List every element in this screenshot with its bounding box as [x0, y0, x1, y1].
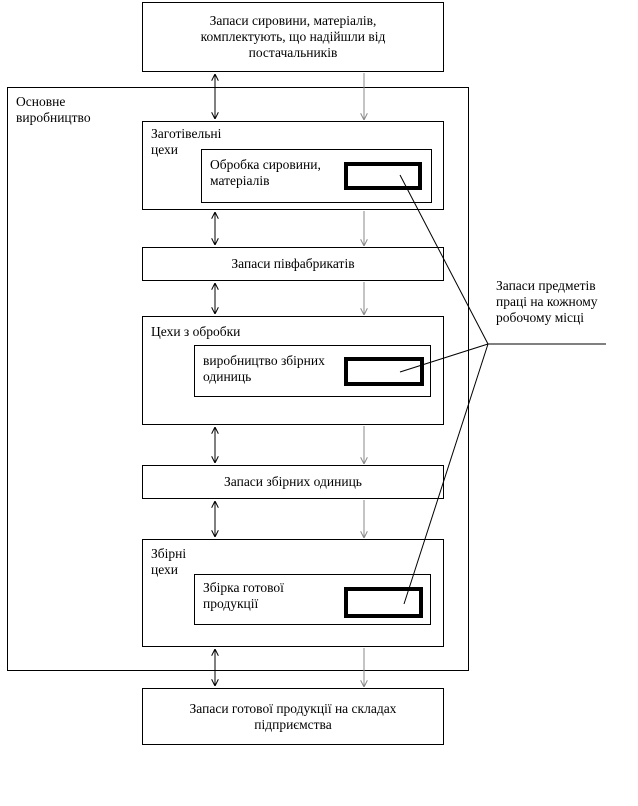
procurement-inner-text: Обробка сировини, матеріалів — [210, 157, 321, 188]
semi-products-text: Запаси півфабрикатів — [231, 256, 355, 271]
workplace-stock-marker-1 — [344, 162, 422, 190]
workplace-stock-marker-2 — [344, 357, 424, 386]
assembly-units-text: Запаси збірних одиниць — [224, 474, 362, 489]
callout-line-1 — [399, 174, 489, 345]
processing-inner-text: виробництво збірних одиниць — [203, 353, 325, 384]
processing-shops-label: Цехи з обробки — [151, 324, 241, 339]
main-production-label: Основне виробництво — [16, 94, 91, 125]
callout-text: Запаси предметів праці на кожному робочо… — [496, 278, 598, 325]
semi-products-box: Запаси півфабрикатів — [142, 247, 444, 281]
finished-goods-text: Запаси готової продукції на складах підп… — [189, 700, 397, 732]
procurement-shops-label: Заготівельні цехи — [151, 126, 222, 157]
workplace-stock-marker-3 — [344, 587, 423, 618]
supply-text: Запаси сировини, матеріалів, комплектуют… — [200, 13, 386, 60]
callout-line-3 — [403, 343, 489, 605]
assembly-shops-label: Збірні цехи — [151, 546, 187, 577]
callout-line-2 — [399, 343, 489, 373]
assembly-inner-text: Збірка готової продукції — [203, 580, 284, 611]
supply-box: Запаси сировини, матеріалів, комплектуют… — [142, 2, 444, 72]
finished-goods-box: Запаси готової продукції на складах підп… — [142, 688, 444, 745]
assembly-units-box: Запаси збірних одиниць — [142, 465, 444, 499]
